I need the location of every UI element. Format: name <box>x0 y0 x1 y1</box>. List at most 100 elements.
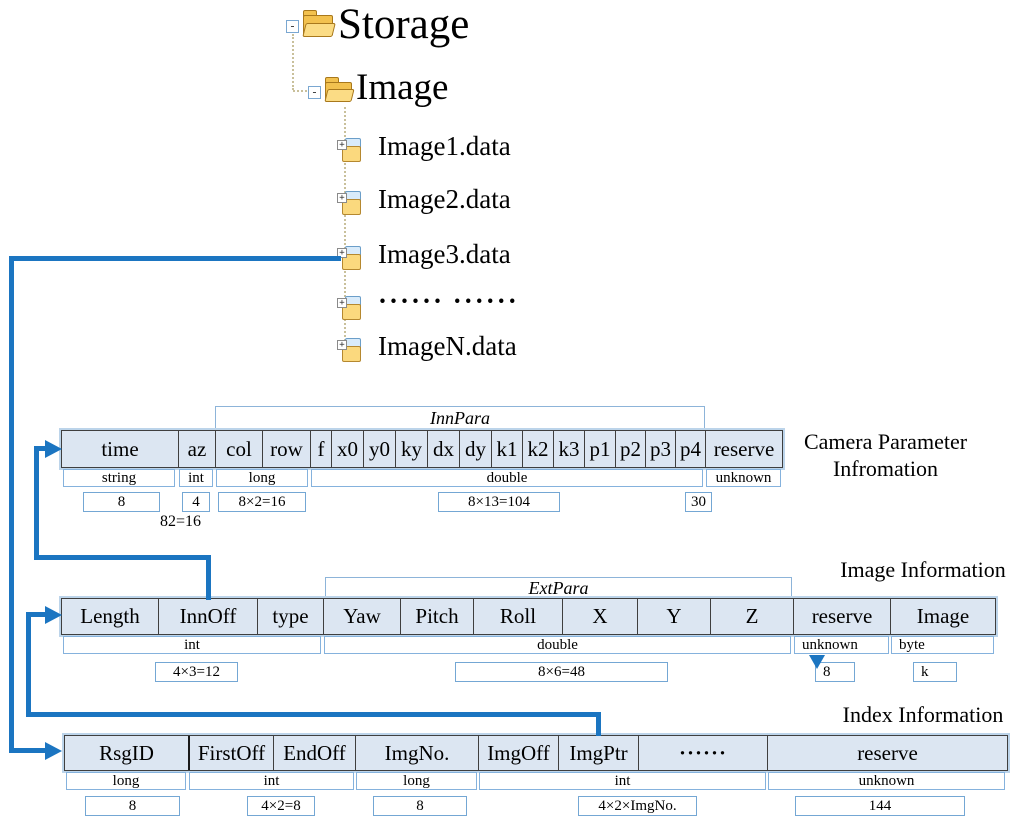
collapse-expander-icon[interactable]: - <box>308 86 321 99</box>
header-cell-az: az <box>178 431 215 467</box>
header-cell-length: Length <box>80 604 140 628</box>
arrow-into-reserve-size-icon <box>809 655 825 669</box>
arrow-into-length-icon <box>45 606 62 624</box>
type-box-int: int <box>189 772 354 790</box>
header-cell-reserve: reserve <box>705 431 782 467</box>
tree-file-label[interactable]: ImageN.data <box>378 331 517 361</box>
plus-badge-icon: + <box>337 340 347 350</box>
size-box-double: 8×13=104 <box>438 492 560 512</box>
file-page <box>342 346 361 362</box>
tree-root-label[interactable]: Storage <box>338 1 470 48</box>
index-table-caption: Index Information <box>842 702 1004 727</box>
folder-front <box>302 23 336 38</box>
header-cell-type: type <box>257 599 323 634</box>
size-box-reserve: 8 <box>815 662 855 682</box>
header-cell-row: row <box>262 431 310 467</box>
header-cell-p1: p1 <box>584 431 615 467</box>
header-cell-dy: dy <box>459 431 491 467</box>
header-cell-k2: k2 <box>522 431 553 467</box>
connector-image3-horizontal <box>9 256 341 261</box>
plus-badge-icon: + <box>337 298 347 308</box>
file-page <box>342 304 361 320</box>
plus-badge-icon: + <box>337 140 347 150</box>
size-box-az: 4 <box>182 492 210 512</box>
size-box-reserve: 144 <box>795 796 965 816</box>
tree-file-label[interactable]: Image3.data <box>378 239 511 269</box>
folder-icon[interactable] <box>302 10 336 39</box>
tree-subfolder-label[interactable]: Image <box>356 67 449 108</box>
header-cell-roll: Roll <box>473 599 562 634</box>
header-cell-imgno: ImgNo. <box>355 736 478 770</box>
size-box-imgptr: 4×2×ImgNo. <box>578 796 697 816</box>
size-box-int: 4×3=12 <box>155 662 238 682</box>
file-page <box>342 254 361 270</box>
size-note: 82=16 <box>160 513 202 530</box>
folder-front <box>324 89 355 102</box>
file-icon[interactable]: + <box>337 337 363 363</box>
header-cell-x0: x0 <box>331 431 363 467</box>
header-cell-f: f <box>310 431 331 467</box>
header-cell-firstoff: FirstOff <box>188 736 273 770</box>
connector-innoff-stub <box>206 558 211 600</box>
file-icon[interactable]: + <box>337 190 363 216</box>
plus-badge-icon: + <box>337 248 347 258</box>
type-box-int: int <box>479 772 766 790</box>
header-cell-p2: p2 <box>615 431 645 467</box>
collapse-expander-icon[interactable]: - <box>286 20 299 33</box>
file-icon[interactable]: + <box>337 245 363 271</box>
header-cell-image: Image <box>890 599 995 634</box>
type-box-double: double <box>324 636 791 654</box>
size-box-rsgid: 8 <box>85 796 180 816</box>
header-cell-col: col <box>215 431 262 467</box>
header-cell-k3: k3 <box>553 431 584 467</box>
tree-file-label[interactable]: Image2.data <box>378 184 511 214</box>
size-box-offsets: 4×2=8 <box>247 796 315 816</box>
size-box-reserve: 30 <box>685 492 712 512</box>
size-box-double: 8×6=48 <box>455 662 668 682</box>
file-icon[interactable]: + <box>337 295 363 321</box>
type-box-int: int <box>179 469 213 487</box>
header-cell-z: Z <box>710 599 793 634</box>
header-cell-k1: k1 <box>491 431 522 467</box>
type-box-int: int <box>63 636 321 654</box>
tree-file-label[interactable]: Image1.data <box>378 131 511 161</box>
size-box-long: 8×2=16 <box>218 492 306 512</box>
folder-icon[interactable] <box>324 77 355 103</box>
type-box-long: long <box>356 772 477 790</box>
connector-innoff-vertical <box>34 446 39 560</box>
header-cell-innoff: InnOff <box>158 599 257 634</box>
caption-line: Camera Parameter <box>803 429 968 454</box>
type-box-double: double <box>311 469 703 487</box>
tree-connector-line <box>344 107 346 345</box>
header-cell-p3: p3 <box>645 431 675 467</box>
type-box-long: long <box>66 772 186 790</box>
header-cell-y: Y <box>637 599 710 634</box>
camera-table-caption: Camera Parameter Infromation <box>793 428 978 482</box>
header-cell-imgoff: ImgOff <box>478 736 558 770</box>
header-cell-pitch: Pitch <box>400 599 473 634</box>
image-table-caption: Image Information <box>840 557 1006 582</box>
header-cell-imgptr: ImgPtr <box>558 736 638 770</box>
connector-innoff-horizontal <box>34 555 211 560</box>
header-cell-endoff: EndOff <box>273 736 355 770</box>
innpara-bracket: InnPara <box>215 406 705 431</box>
plus-badge-icon: + <box>337 193 347 203</box>
tree-connector-line <box>293 90 307 92</box>
image-table-header-row: Length InnOff type Yaw Pitch Roll X Y Z … <box>61 598 996 635</box>
arrow-into-rsgid-icon <box>45 742 62 760</box>
tree-file-label[interactable]: ······ ······ <box>378 286 519 316</box>
header-cell-ky: ky <box>395 431 427 467</box>
header-cell-dx: dx <box>427 431 459 467</box>
connector-to-length <box>26 612 48 617</box>
connector-to-time <box>34 446 48 451</box>
header-cell-reserve: reserve <box>767 736 1007 770</box>
type-box-unknown: unknown <box>794 636 889 654</box>
file-icon[interactable]: + <box>337 137 363 163</box>
type-box-unknown: unknown <box>768 772 1005 790</box>
connector-to-rsgid <box>9 748 48 753</box>
type-box-unknown: unknown <box>706 469 781 487</box>
size-box-time: 8 <box>83 492 160 512</box>
type-box-string: string <box>63 469 175 487</box>
header-cell-x: X <box>562 599 637 634</box>
